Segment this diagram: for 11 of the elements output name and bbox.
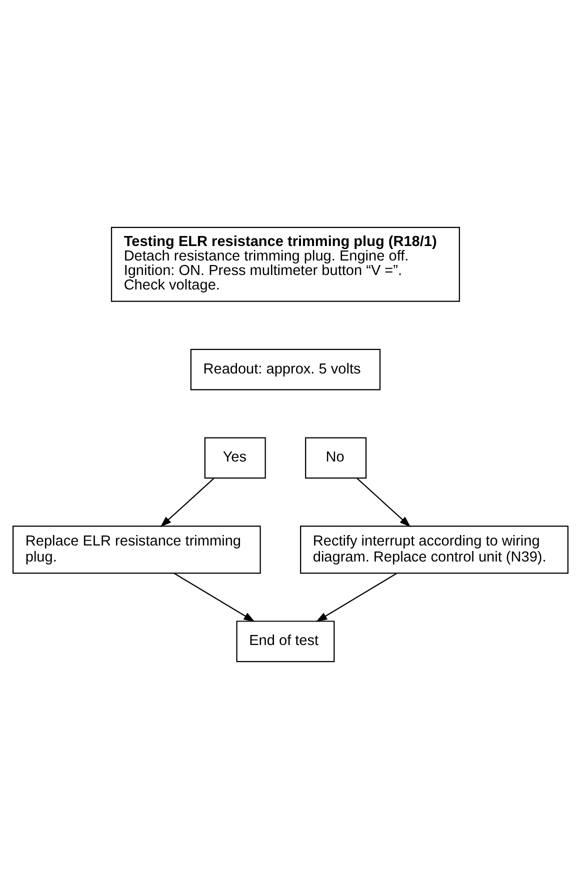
arrow: [174, 572, 255, 622]
arrow: [316, 572, 397, 622]
node-box: End of test: [236, 620, 335, 662]
node-box: Yes: [204, 437, 266, 479]
node-box: Replace ELR resistance trimming plug.: [12, 526, 261, 574]
arrow: [356, 478, 411, 528]
node-box: Readout: approx. 5 volts: [190, 348, 381, 390]
node-box: No: [305, 437, 367, 479]
node-box: Testing ELR resistance trimming plug (R18/1) Detach resistance trimming plug. Engine off. Ignition: ON. Press multimeter button “V =”. Check voltage.: [110, 226, 460, 302]
arrow: [160, 478, 214, 528]
node-box: Rectify interrupt according to wiring diagram. Replace control unit (N39).: [300, 526, 568, 574]
